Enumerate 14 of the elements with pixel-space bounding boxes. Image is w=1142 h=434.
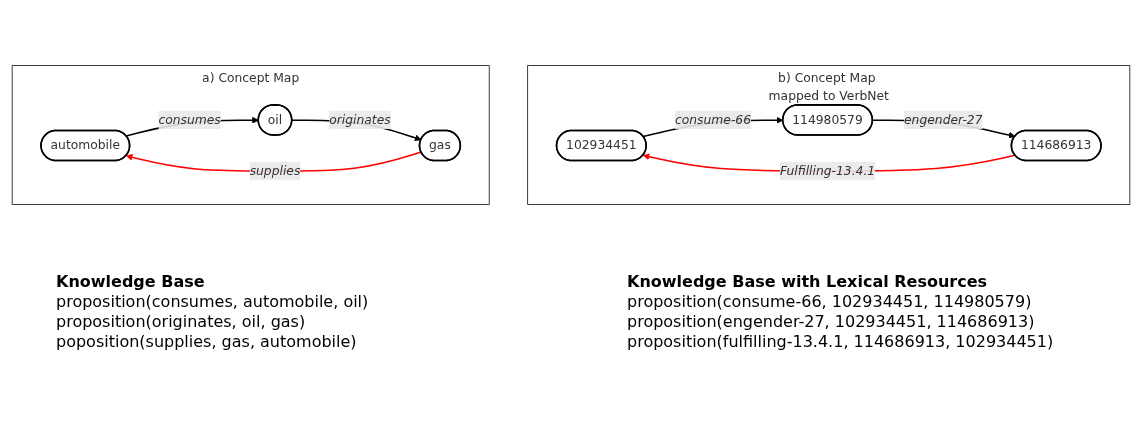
- proposition-text: poposition(supplies, gas, automobile): [56, 332, 358, 352]
- edge-label: consumes: [158, 112, 221, 127]
- edge-label: consume-66: [674, 112, 752, 127]
- edge-label: originates: [329, 112, 391, 127]
- proposition-text: proposition(consumes, automobile, oil): [56, 292, 370, 312]
- edge-label: Fulfilling-13.4.1: [779, 163, 876, 179]
- section-heading: Knowledge Base: [56, 272, 206, 292]
- section-heading: Knowledge Base with Lexical Resources: [627, 272, 989, 292]
- edge-label: engender-27: [904, 112, 983, 127]
- proposition-text: proposition(fulfilling-13.4.1, 114686913, 102934451): [627, 332, 1055, 352]
- proposition-text: proposition(originates, oil, gas): [56, 312, 307, 332]
- proposition-text: proposition(engender-27, 102934451, 114686913): [627, 312, 1036, 332]
- edge-label: supplies: [249, 163, 301, 179]
- proposition-text: proposition(consume-66, 102934451, 114980579): [627, 292, 1033, 312]
